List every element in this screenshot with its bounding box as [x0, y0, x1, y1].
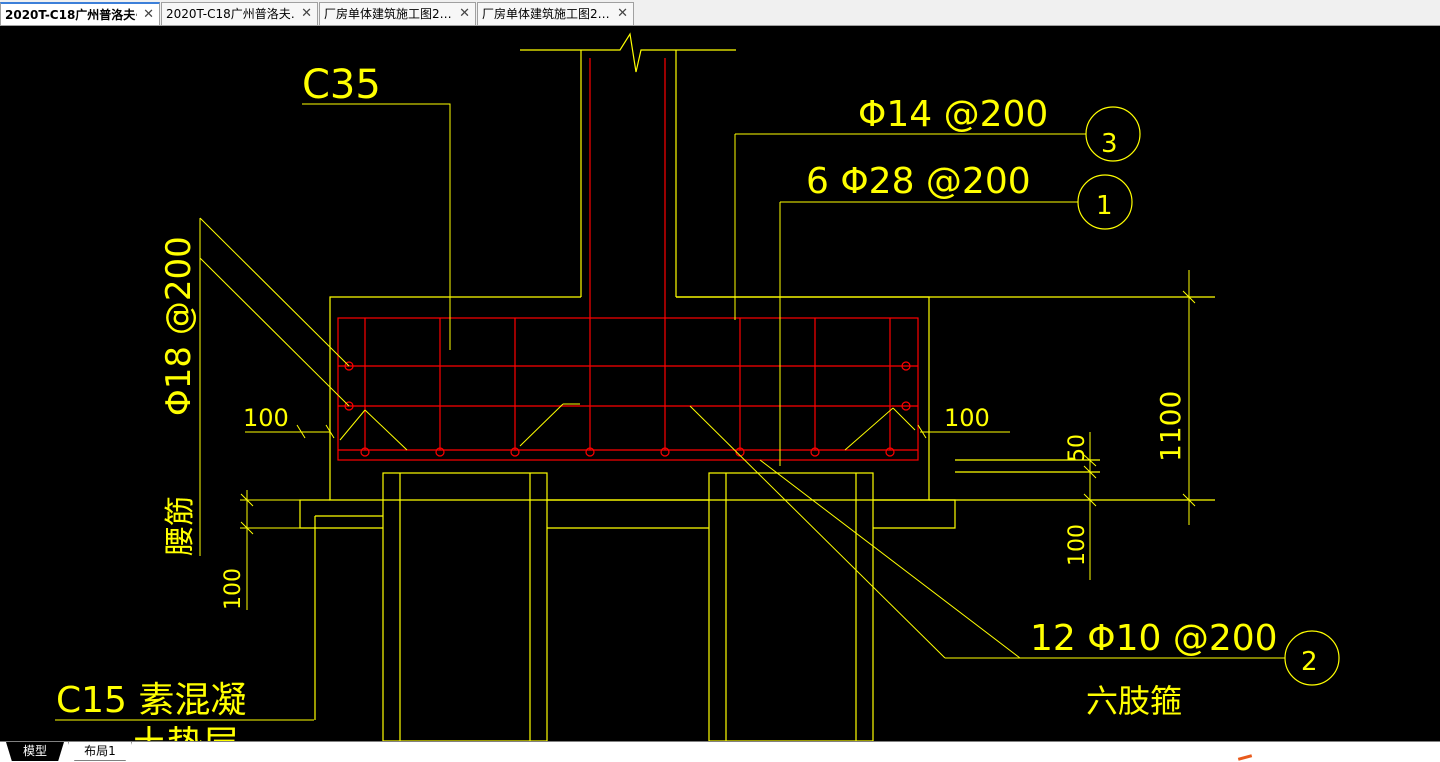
tab-model[interactable]: 模型 [6, 742, 64, 761]
rebar-top-label: Φ14 @200 [858, 94, 1048, 135]
close-icon[interactable]: ✕ [617, 6, 628, 21]
callout-circles [1077, 106, 1340, 686]
leader-lines [55, 103, 1285, 721]
callout-2-label: 2 [1301, 647, 1318, 677]
callout-3-circle [1085, 106, 1141, 162]
tab-layout1[interactable]: 布局1 [68, 742, 132, 761]
document-tab-1[interactable]: 2020T-C18广州普洛夫· ✕ [0, 2, 160, 25]
rebar-cage [337, 58, 919, 461]
concrete-grade-label: C35 [302, 62, 381, 108]
foundation-outline [299, 32, 1215, 741]
callout-1-label: 1 [1096, 191, 1113, 221]
waist-bar-label: 腰筋 [163, 496, 198, 556]
rebar-side-label: Φ18 @200 [159, 236, 199, 416]
document-tab-2[interactable]: 2020T-C18广州普洛夫… ✕ [161, 2, 318, 25]
callout-2-circle [1284, 630, 1340, 686]
stirrup-type-label: 六肢箍 [1086, 682, 1182, 720]
bedding-label: C15 素混凝 [56, 680, 246, 721]
drawing-canvas[interactable]: C35 Φ14 @200 6 Φ28 @200 12 Φ10 @200 六肢箍 … [0, 26, 1440, 741]
callout-1-circle [1077, 174, 1133, 230]
rebar-main-label: 6 Φ28 @200 [806, 161, 1031, 202]
document-tab-4[interactable]: 厂房单体建筑施工图2… ✕ [477, 2, 634, 25]
document-tab-label: 2020T-C18广州普洛夫· [5, 8, 137, 22]
layout-tab-bar: 模型 布局1 [0, 741, 1440, 762]
dim-1100: 1100 [1154, 391, 1187, 462]
dim-100-bottom-right: 100 [1065, 524, 1090, 566]
close-icon[interactable]: ✕ [301, 6, 312, 21]
document-tab-label: 厂房单体建筑施工图2… [482, 7, 610, 21]
close-icon[interactable]: ✕ [459, 6, 470, 21]
close-icon[interactable]: ✕ [143, 7, 154, 22]
dim-50: 50 [1065, 434, 1090, 462]
dim-100-left: 100 [243, 404, 289, 432]
document-tab-label: 2020T-C18广州普洛夫… [166, 7, 295, 21]
rebar-stirrup-label: 12 Φ10 @200 [1030, 618, 1278, 659]
document-tab-bar: 2020T-C18广州普洛夫· ✕ 2020T-C18广州普洛夫… ✕ 厂房单体… [0, 0, 1440, 26]
bedding-cut-label: 土垫层 [131, 724, 239, 741]
cad-drawing: C35 Φ14 @200 6 Φ28 @200 12 Φ10 @200 六肢箍 … [55, 32, 1340, 741]
break-line [520, 32, 736, 73]
bedding-cut-clip: 土垫层 [131, 724, 239, 741]
document-tab-3[interactable]: 厂房单体建筑施工图2… ✕ [319, 2, 476, 25]
dim-100-bottom-left: 100 [221, 568, 246, 610]
dim-100-right: 100 [944, 404, 990, 432]
document-tab-label: 厂房单体建筑施工图2… [324, 7, 452, 21]
callout-3-label: 3 [1101, 129, 1118, 159]
